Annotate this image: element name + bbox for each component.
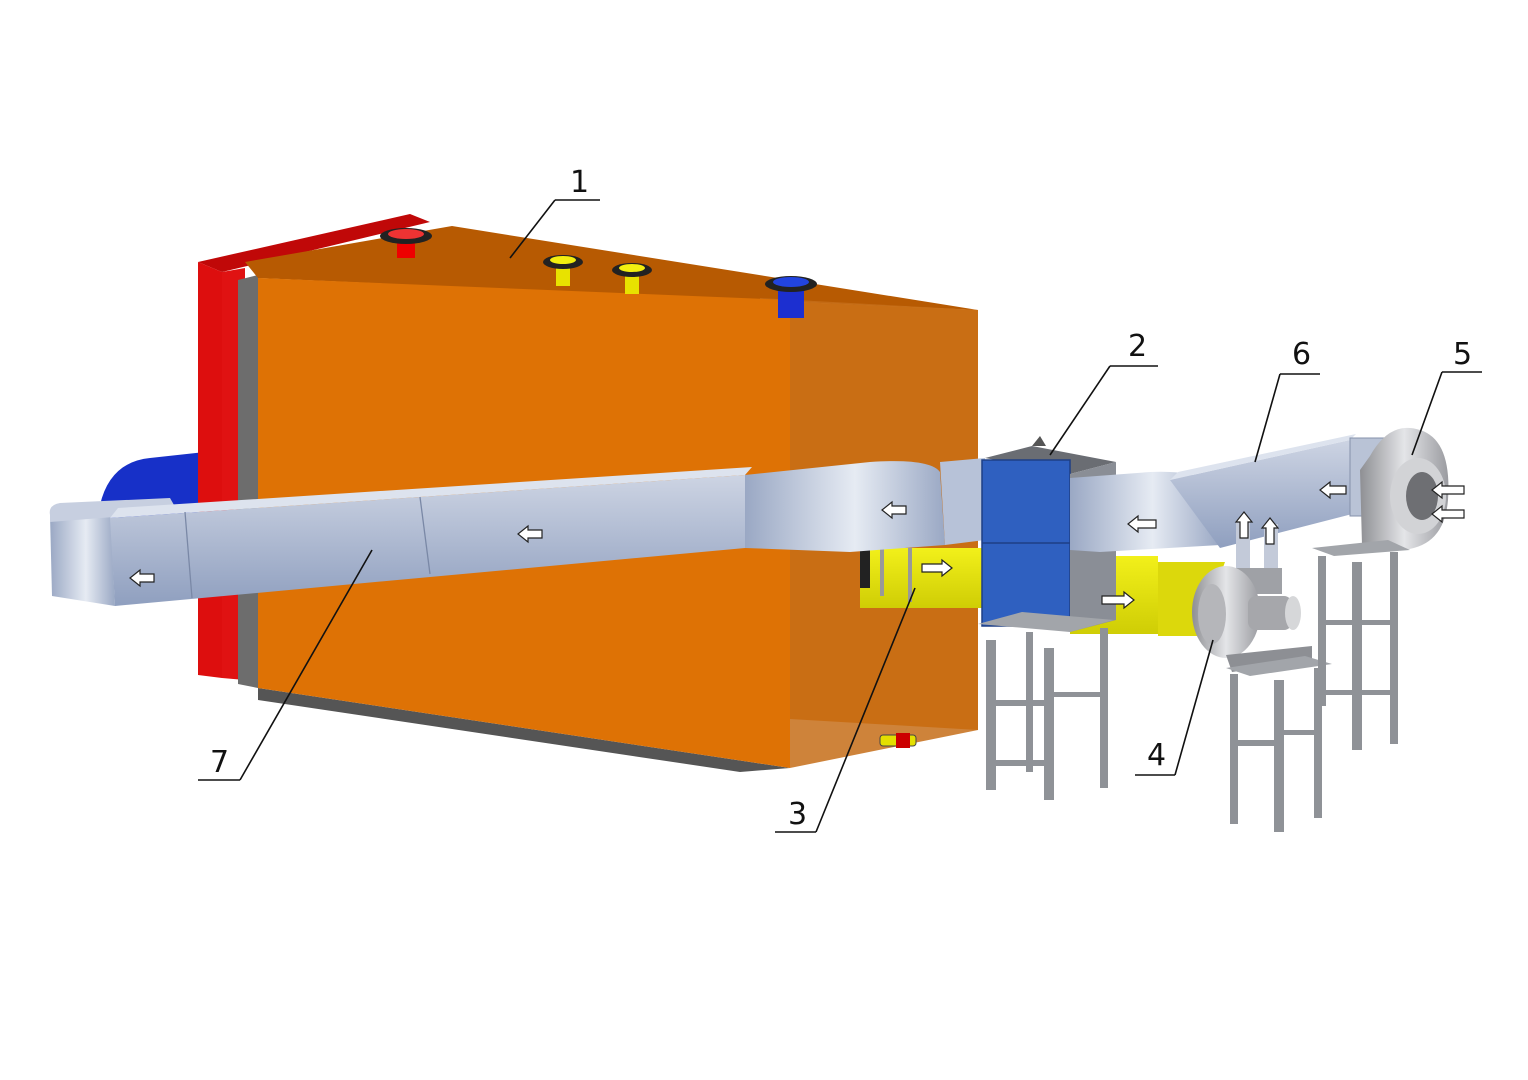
flue-fan (1192, 566, 1332, 832)
flow-arrow (129, 568, 155, 588)
air-duct-left-elbow (50, 505, 115, 606)
flow-arrow (921, 558, 953, 578)
burner-frame (198, 262, 222, 678)
nozzle-blue (765, 276, 817, 318)
callout-label-7: 7 (210, 745, 229, 780)
callout-label-2: 2 (1128, 329, 1147, 364)
nozzle-red (380, 228, 432, 258)
preheated-air-duct (49, 458, 985, 606)
exchanger-stand (978, 612, 1114, 800)
drain-valve (879, 733, 917, 748)
callout-label-4: 4 (1147, 738, 1166, 773)
flow-arrow (1431, 480, 1465, 500)
air-duct-long-section (110, 475, 745, 606)
air-duct-mid-elbow (745, 461, 945, 552)
callout-label-1: 1 (570, 165, 589, 200)
air-fan-stand (1312, 540, 1410, 750)
flow-arrow (1101, 590, 1135, 610)
callout-4: 4 (1135, 639, 1214, 776)
air-fan-inlet (1406, 472, 1438, 520)
flow-arrow (881, 500, 907, 520)
cold-duct-straight (1170, 440, 1360, 548)
gasket (238, 275, 258, 688)
flow-arrow (517, 524, 543, 544)
nozzle-yellow-2 (612, 263, 652, 294)
flow-arrow (1234, 511, 1254, 539)
air-duct-inlet-section (940, 458, 985, 545)
heat-exchanger (978, 436, 1116, 800)
callout-6: 6 (1254, 337, 1320, 463)
flow-arrow (1260, 517, 1280, 545)
flue-duct-boiler-section (860, 548, 982, 608)
callout-label-3: 3 (788, 797, 807, 832)
callout-label-6: 6 (1292, 337, 1311, 372)
callout-7: 7 (198, 549, 373, 781)
nozzle-yellow-1 (543, 255, 583, 286)
callout-2: 2 (1049, 329, 1158, 456)
callout-5: 5 (1411, 337, 1482, 456)
flow-arrows (129, 480, 1465, 610)
flow-arrow (1431, 504, 1465, 524)
burner-frame-top (198, 214, 430, 272)
callout-label-5: 5 (1453, 337, 1472, 372)
flow-arrow (1319, 480, 1347, 500)
flue-fan-stand (1226, 656, 1332, 832)
callout-3: 3 (775, 587, 916, 833)
callouts: 1 2 3 4 5 6 7 (198, 165, 1482, 833)
air-fan (1312, 427, 1449, 750)
flue-fan-motor (1248, 596, 1292, 630)
boiler-base (258, 688, 790, 772)
callout-1: 1 (509, 165, 600, 259)
flow-arrow (1127, 514, 1157, 534)
